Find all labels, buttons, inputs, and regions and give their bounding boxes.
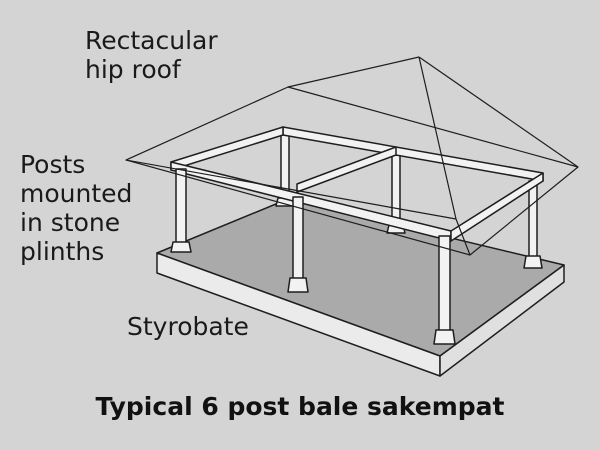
styrobate-label: Styrobate bbox=[127, 312, 249, 341]
roof-label: Rectacular hip roof bbox=[85, 26, 218, 84]
caption: Typical 6 post bale sakempat bbox=[95, 392, 505, 421]
styrobate-platform bbox=[156, 198, 565, 377]
front-posts bbox=[170, 168, 456, 345]
posts-label: Posts mounted in stone plinths bbox=[20, 150, 133, 266]
hip-roof-wireframe bbox=[125, 56, 579, 256]
beam-frame bbox=[170, 126, 544, 242]
